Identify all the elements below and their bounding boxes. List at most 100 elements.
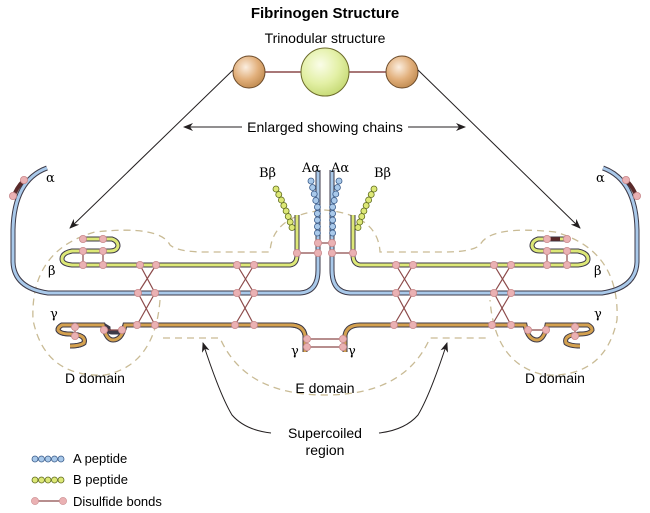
supercoiled-arrow-left bbox=[201, 342, 272, 434]
gamma-label-right: γ bbox=[594, 307, 602, 322]
a-peptide-bead bbox=[329, 203, 337, 211]
bond-line bbox=[234, 292, 255, 326]
disulfide-bond-node bbox=[563, 234, 572, 243]
legend-b-bead bbox=[57, 476, 65, 484]
supercoiled-label-line2: region bbox=[306, 442, 345, 458]
gamma-label-left: γ bbox=[50, 307, 58, 322]
disulfide-bond-node bbox=[348, 248, 357, 257]
alpha-label-left: α bbox=[46, 171, 55, 186]
beta-chain-left bbox=[60, 215, 299, 267]
e-domain-outline bbox=[163, 337, 487, 396]
bond-line bbox=[136, 292, 156, 326]
disulfide-bond-node bbox=[543, 234, 552, 243]
d-domain-label-right: D domain bbox=[525, 370, 585, 386]
b-peptide-bead bbox=[358, 213, 366, 220]
peptide-beads bbox=[272, 177, 378, 237]
b-peptide-bead bbox=[362, 202, 370, 209]
a-peptide-bead bbox=[313, 229, 321, 237]
a-peptide-bead bbox=[332, 190, 340, 198]
b-peptide-bead bbox=[365, 196, 373, 204]
a-peptide-bead bbox=[330, 197, 338, 204]
b-peptide-bead bbox=[367, 191, 375, 198]
legend-a-bead bbox=[44, 455, 52, 463]
legend-a-peptide-swatch bbox=[31, 455, 65, 463]
b-peptide-bead bbox=[275, 191, 283, 198]
a-peptide-bead bbox=[329, 229, 337, 237]
e-domain-label: E domain bbox=[295, 380, 354, 396]
legend-a-bead bbox=[38, 455, 45, 463]
disulfide-bond-node bbox=[543, 260, 552, 269]
trinodular-label: Trinodular structure bbox=[265, 30, 386, 46]
b-peptide-bead bbox=[286, 218, 294, 226]
disulfide-bond-node bbox=[135, 260, 144, 269]
alpha-chain-left-outline bbox=[10, 165, 321, 296]
disulfide-bond-node bbox=[79, 234, 88, 243]
disulfide-bond-node bbox=[542, 325, 551, 334]
legend-a-bead bbox=[57, 455, 65, 463]
a-peptide-bead bbox=[313, 223, 321, 230]
b-peptide-bead bbox=[356, 218, 364, 226]
disulfide-bond-node bbox=[133, 288, 142, 297]
legend-b-bead bbox=[51, 476, 58, 484]
b-peptide-bead bbox=[280, 202, 288, 209]
disulfide-bond-node bbox=[389, 320, 398, 329]
disulfide-bond-node bbox=[150, 288, 159, 297]
disulfide-bond-node bbox=[487, 320, 496, 329]
alpha-chain-left bbox=[11, 166, 320, 295]
b-peptide-bead bbox=[360, 207, 368, 215]
gamma-chain-right bbox=[343, 323, 594, 352]
arrow-right-d bbox=[417, 69, 581, 229]
disulfide-bond-node bbox=[313, 248, 322, 257]
disulfide-bond-node bbox=[249, 320, 258, 329]
gamma-label-center-right: γ bbox=[348, 344, 356, 359]
a-alpha-label-left: Aα bbox=[301, 161, 320, 176]
a-peptide-bead bbox=[313, 216, 321, 224]
disulfide-bond-node bbox=[79, 246, 88, 255]
a-peptide-bead bbox=[312, 197, 320, 204]
b-peptide-bead bbox=[282, 207, 290, 215]
legend-b-peptide-swatch bbox=[31, 476, 65, 484]
legend-bond-node bbox=[31, 497, 39, 505]
alpha-chain-right bbox=[330, 166, 639, 295]
b-beta-label-left: Bβ bbox=[259, 166, 276, 181]
disulfide-bond-node bbox=[408, 288, 417, 297]
disulfide-bond-node bbox=[249, 260, 258, 269]
disulfide-bond-node bbox=[338, 334, 347, 343]
a-peptide-bead bbox=[335, 177, 343, 185]
bond-line bbox=[395, 292, 414, 326]
beta-chain-right bbox=[351, 215, 590, 267]
gamma-chain-left bbox=[56, 323, 307, 352]
a-peptide-bead bbox=[329, 216, 337, 224]
gamma-label-center-left: γ bbox=[291, 344, 299, 359]
disulfide-bond-node bbox=[99, 246, 108, 255]
bond-line bbox=[493, 292, 512, 326]
domain-outlines bbox=[32, 209, 618, 396]
legend: A peptide B peptide Disulfide bonds bbox=[31, 451, 162, 509]
a-alpha-label-right: Aα bbox=[330, 161, 349, 176]
disulfide-bond-node bbox=[633, 191, 642, 200]
disulfide-bond-node bbox=[249, 288, 258, 297]
disulfide-bond-node bbox=[408, 260, 417, 269]
a-peptide-bead bbox=[329, 210, 337, 217]
arrow-left-d bbox=[69, 69, 234, 229]
disulfide-bond-node bbox=[292, 248, 301, 257]
disulfide-bond-node bbox=[571, 322, 580, 331]
disulfide-bond-node bbox=[489, 288, 498, 297]
beta-label-right: β bbox=[594, 264, 602, 279]
disulfide-bond-node bbox=[151, 260, 160, 269]
disulfide-bond-node bbox=[622, 175, 631, 184]
bond-line bbox=[491, 292, 512, 326]
bond-line bbox=[493, 264, 512, 294]
b-peptide-bead bbox=[284, 213, 292, 220]
disulfide-bond-node bbox=[506, 260, 515, 269]
b-peptide-bead bbox=[288, 224, 296, 231]
d-domain-outline bbox=[32, 209, 618, 376]
disulfide-bond-node bbox=[71, 322, 80, 331]
disulfide-bond-node bbox=[132, 320, 141, 329]
legend-b-bead bbox=[44, 476, 52, 484]
d-node-right bbox=[385, 55, 419, 89]
disulfide-bond-node bbox=[150, 320, 159, 329]
bond-line bbox=[236, 292, 255, 326]
alpha-chain-right-outline bbox=[329, 165, 640, 296]
